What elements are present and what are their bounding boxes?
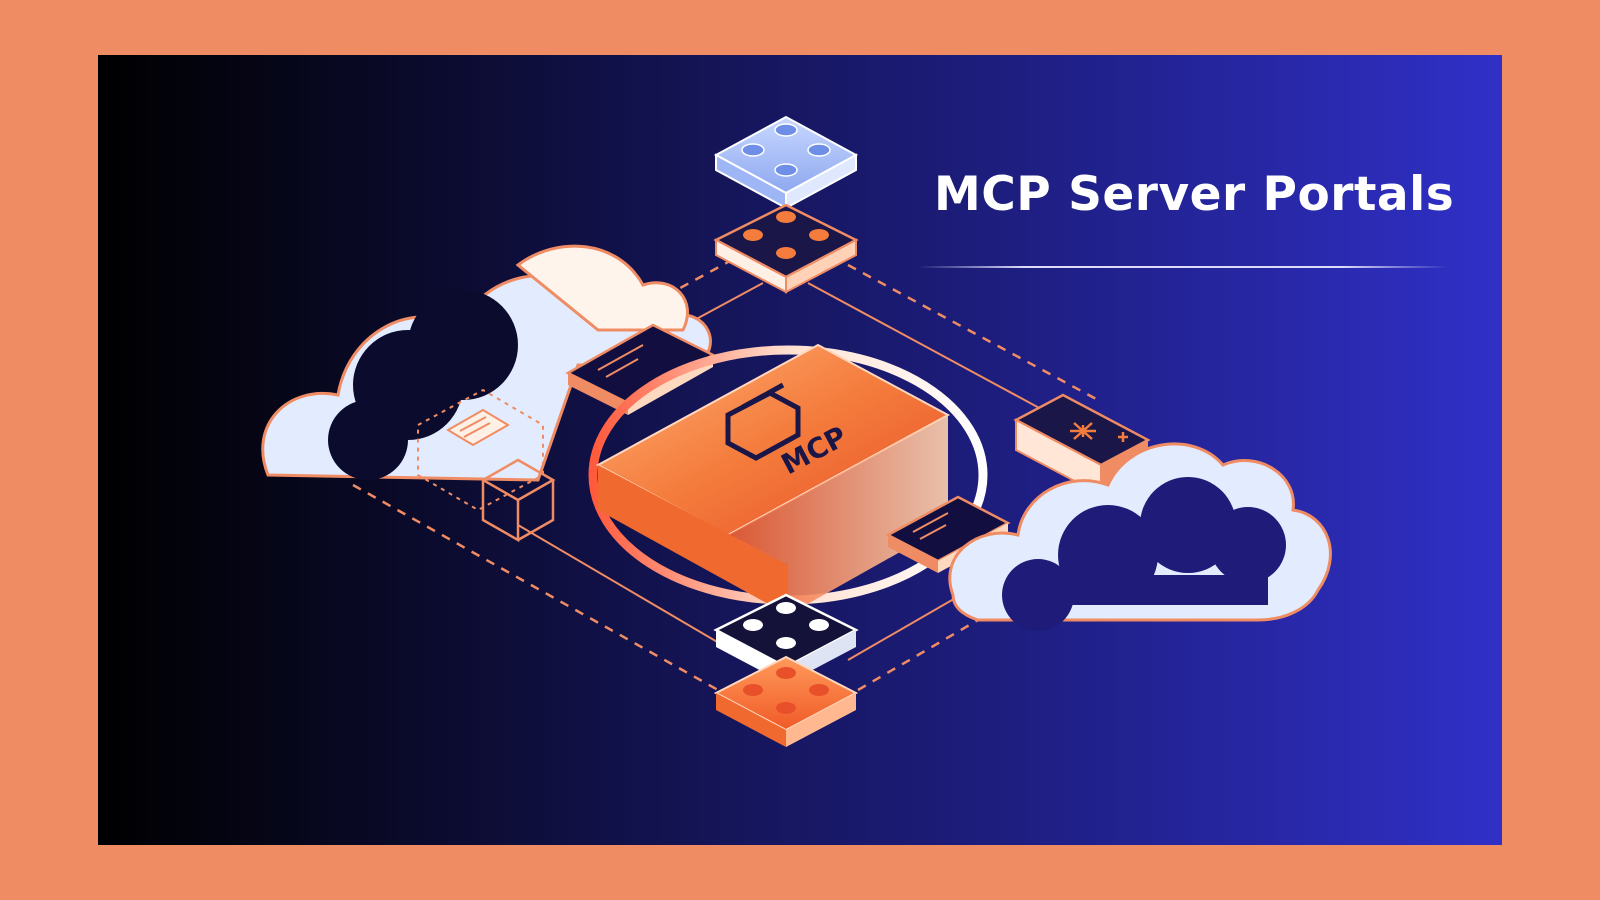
banner: MCP (98, 55, 1502, 845)
title-divider (918, 266, 1448, 268)
cube-icon (480, 458, 556, 543)
page-title: MCP Server Portals (934, 167, 1455, 222)
cloud-icon (948, 442, 1332, 631)
dotted-container-icon (417, 388, 544, 512)
lego-brick-icon (713, 115, 859, 210)
mcp-box-icon: MCP (595, 343, 951, 615)
lego-brick-icon (713, 203, 859, 294)
lego-brick-icon (713, 655, 859, 747)
cloud-icon (261, 244, 712, 482)
mcp-illustration: MCP (261, 115, 1332, 747)
